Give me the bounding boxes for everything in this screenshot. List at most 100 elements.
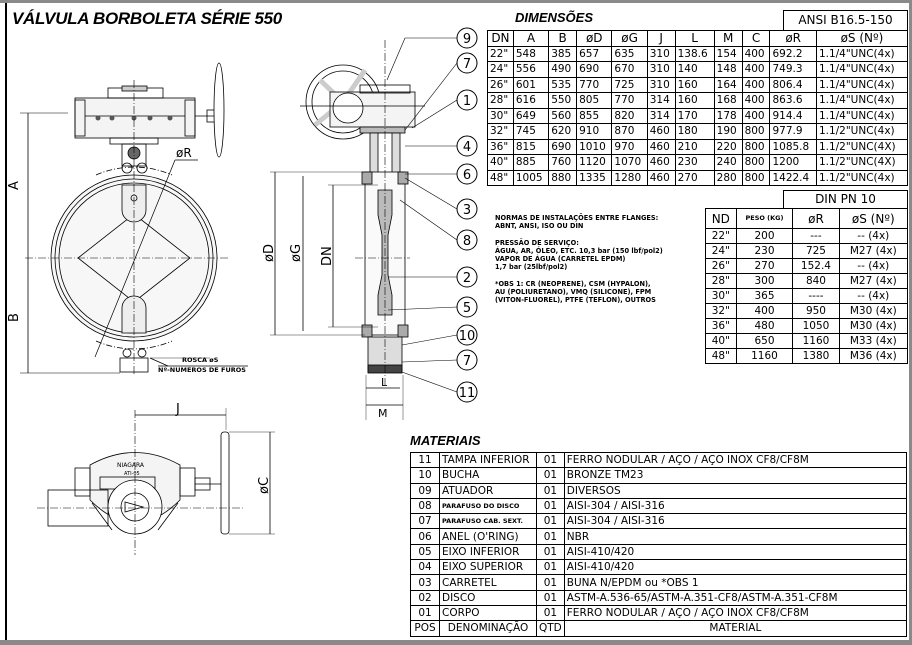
- table-cell: 1422.4: [769, 169, 817, 186]
- balloon-circle: [456, 229, 478, 251]
- table-cell: 1010: [576, 138, 613, 155]
- balloon-number: 7: [463, 354, 471, 369]
- table-cell: 314: [646, 92, 676, 109]
- table-row: 22"200----- (4x): [705, 228, 909, 244]
- table-cell: 1050: [792, 318, 840, 334]
- balloon-circle: [456, 89, 478, 111]
- table-cell: M30 (4x): [838, 318, 909, 334]
- balloon-circle: [456, 135, 478, 157]
- table-cell: 365: [735, 288, 794, 304]
- balloon-number: 5: [463, 301, 471, 316]
- dim-label-j: J: [175, 402, 180, 417]
- table-cell: 01: [536, 528, 565, 545]
- table-cell: 30": [705, 288, 737, 304]
- note-pressao-4: 1,7 bar (25lbf/pol2): [495, 263, 568, 272]
- table-cell: 32": [487, 123, 514, 140]
- label-rosca: ROSCA øS: [182, 356, 219, 364]
- table-cell: 725: [611, 76, 648, 93]
- table-cell: 910: [576, 123, 613, 140]
- column-header: C: [741, 30, 771, 47]
- ansi-standard-label: ANSI B16.5-150: [783, 10, 908, 30]
- table-cell: 148: [713, 61, 743, 78]
- column-header: DENOMINAÇÃO: [439, 620, 537, 637]
- table-cell: 649: [512, 107, 550, 124]
- table-cell: 400: [741, 107, 771, 124]
- table-cell: 160: [674, 76, 715, 93]
- frame-border-top: [0, 0, 912, 3]
- dimensions-title: DIMENSÕES: [515, 10, 594, 25]
- table-cell: 1085.8: [769, 138, 817, 155]
- table-cell: 1.1/4"UNC(4x): [815, 45, 909, 62]
- table-cell: AISI-304 / AISI-316: [563, 513, 908, 530]
- balloon-circle: [456, 198, 478, 220]
- table-cell: 460: [646, 154, 676, 171]
- table-cell: 1005: [512, 169, 550, 186]
- table-cell: BRONZE TM23: [563, 467, 908, 484]
- table-cell: 800: [741, 123, 771, 140]
- label-numero-furos: Nº-NUMEROS DE FUROS: [158, 366, 246, 374]
- balloon-circle: [456, 324, 478, 346]
- note-obs-2: AU (POLIURETANO), VMQ (SILICONE), FPM: [495, 288, 652, 297]
- table-cell: 863.6: [769, 92, 817, 109]
- dim-label-c: øC: [257, 477, 272, 494]
- table-cell: 820: [611, 107, 648, 124]
- table-cell: 138.6: [674, 45, 715, 62]
- table-cell: 01: [536, 451, 565, 469]
- table-cell: 240: [713, 154, 743, 171]
- table-cell: NBR: [563, 528, 908, 545]
- balloon-circle: [456, 381, 478, 403]
- table-cell: 1.1/2"UNC(4X): [815, 154, 909, 171]
- table-cell: 1.1/2"UNC(4x): [815, 123, 909, 140]
- table-cell: 855: [576, 107, 613, 124]
- table-cell: EIXO SUPERIOR: [439, 559, 537, 576]
- table-cell: 160: [674, 92, 715, 109]
- actuator-top-view: [37, 408, 275, 555]
- part-balloon: 4: [456, 135, 478, 157]
- table-cell: 190: [713, 123, 743, 140]
- column-header: øG: [611, 30, 648, 47]
- table-cell: FERRO NODULAR / AÇO / AÇO INOX CF8/CF8M: [563, 451, 908, 469]
- table-cell: 11: [410, 451, 440, 469]
- table-cell: M33 (4x): [838, 333, 909, 349]
- dim-label-b: B: [7, 313, 22, 322]
- note-obs-1: *OBS 1: CR (NEOPRENE), CSM (HYPALON),: [495, 279, 651, 288]
- table-cell: 1.1/4"UNC(4x): [815, 92, 909, 109]
- table-cell: AISI-410/420: [563, 559, 908, 576]
- table-cell: 601: [512, 76, 550, 93]
- table-cell: 815: [512, 138, 550, 155]
- table-cell: 970: [611, 138, 648, 155]
- table-cell: 10: [410, 467, 440, 484]
- balloon-number: 2: [463, 271, 471, 286]
- table-cell: 1070: [611, 154, 648, 171]
- table-cell: 800: [741, 154, 771, 171]
- table-cell: 620: [548, 123, 578, 140]
- table-cell: AISI-410/420: [563, 543, 908, 561]
- column-header: QTD: [536, 620, 565, 637]
- table-cell: 400: [741, 45, 771, 62]
- table-row: 30"365------ (4x): [705, 288, 909, 304]
- balloon-number: 8: [463, 234, 471, 249]
- column-header: PESO (KG): [735, 208, 794, 229]
- table-cell: 280: [713, 169, 743, 186]
- table-cell: 170: [674, 107, 715, 124]
- table-cell: 460: [646, 169, 676, 186]
- note-obs-3: (VITON-FLUOREL), PTFE (TEFLON), OUTROS: [495, 296, 656, 305]
- table-cell: -- (4x): [838, 258, 909, 274]
- table-cell: 1280: [611, 169, 648, 186]
- balloon-number: 3: [463, 203, 471, 218]
- table-cell: 28": [487, 92, 514, 109]
- table-cell: 806.4: [769, 76, 817, 93]
- table-cell: 26": [705, 258, 737, 274]
- column-header: øR: [769, 30, 817, 47]
- table-cell: 01: [536, 604, 565, 622]
